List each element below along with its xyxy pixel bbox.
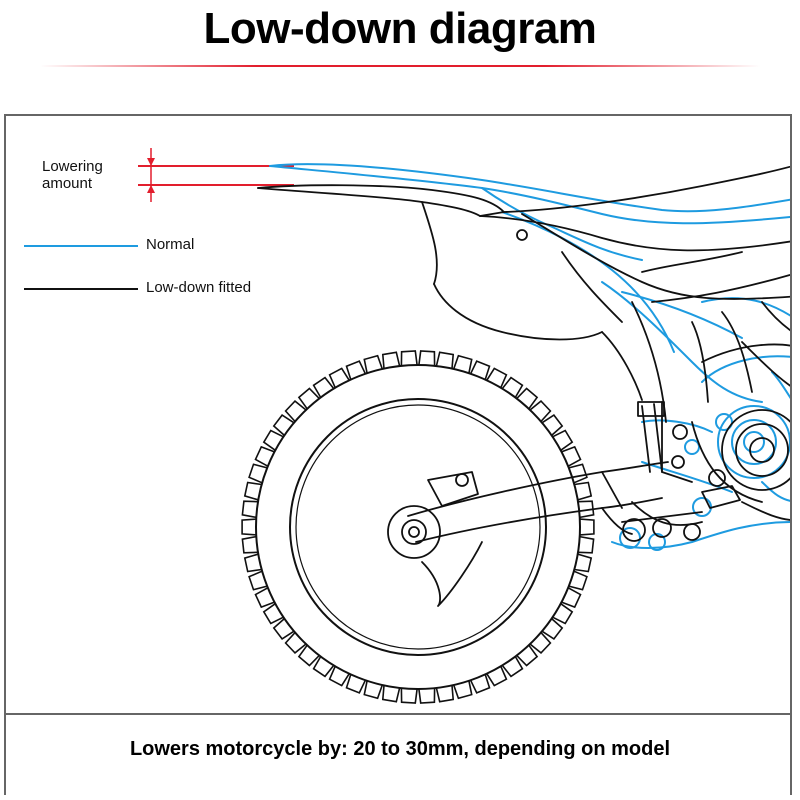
tyre-knob — [328, 665, 350, 687]
lowering-amount-text: Lowering amount — [42, 158, 103, 192]
tyre-knob — [561, 445, 582, 467]
lowering-amount-indicator — [138, 148, 294, 202]
tyre-knob — [363, 354, 384, 374]
footer-caption: Lowers motorcycle by: 20 to 30mm, depend… — [129, 738, 671, 760]
tyre-knob — [297, 644, 320, 667]
tyre-knob — [568, 570, 588, 591]
tyre-knob — [501, 656, 524, 678]
tyre-knob — [529, 400, 552, 423]
tyre-knob — [516, 387, 539, 410]
tyre-knob — [552, 603, 574, 625]
tyre-knob — [243, 481, 262, 501]
tyre-knob — [552, 429, 574, 451]
tyre-knob — [312, 656, 335, 678]
diagram-frame — [4, 114, 792, 714]
tyre-knob — [469, 674, 491, 694]
tyre-knob — [574, 481, 593, 501]
rear-wheel — [241, 350, 595, 704]
tyre-knob — [486, 367, 508, 389]
tyre-knob — [363, 680, 384, 700]
title-underline — [40, 65, 760, 67]
tyre-knob — [574, 553, 593, 573]
tyre-knob — [381, 685, 401, 703]
tyre-knob — [381, 351, 401, 369]
tyre-knob — [248, 570, 268, 591]
tyre-knob — [241, 500, 259, 519]
tyre-knob — [541, 414, 564, 436]
tyre-knob — [529, 631, 552, 654]
tyre-knob — [577, 535, 595, 554]
tyre-knob — [452, 680, 473, 700]
tyre-knob — [254, 445, 275, 467]
footer-divider — [4, 713, 792, 715]
tyre-knob — [328, 367, 350, 389]
tyre-knob — [312, 376, 335, 398]
tyre-knob — [452, 354, 473, 374]
tyre-knob — [243, 553, 262, 573]
tyre-knob — [297, 387, 320, 410]
tyre-knob — [284, 400, 307, 423]
tyre-knob — [469, 360, 491, 380]
tyre-knob — [435, 685, 455, 703]
tyre-knob — [241, 518, 257, 536]
tyre-knob — [284, 631, 307, 654]
tyre-knob — [272, 618, 295, 640]
tyre-knob — [501, 376, 524, 398]
lowering-amount-label: Lowering amount — [42, 158, 122, 192]
motorcycle-diagram — [24, 148, 790, 704]
low-down-outline — [257, 165, 790, 607]
legend-low-down-label: Low-down fitted — [146, 279, 252, 296]
tyre-knob — [418, 350, 436, 366]
page-title: Low-down diagram — [203, 4, 597, 53]
tyre-knob — [254, 587, 275, 609]
tyre-knob — [435, 351, 455, 369]
tyre-knob — [345, 360, 367, 380]
tyre-knob — [262, 603, 284, 625]
tyre-knob — [272, 414, 295, 436]
tyre-knob — [579, 518, 595, 536]
legend-normal-label: Normal — [146, 236, 195, 253]
tyre-knob — [486, 665, 508, 687]
tyre-knob — [400, 688, 418, 704]
tyre-knob — [561, 587, 582, 609]
tyre-knob — [418, 688, 436, 704]
footer-box — [4, 715, 792, 795]
tyre-knob — [248, 463, 268, 484]
tyre-knob — [241, 535, 259, 554]
tyre-knob — [516, 644, 539, 667]
tyre-knob — [577, 500, 595, 519]
tyre-knob — [400, 350, 418, 366]
tyre-knob — [568, 463, 588, 484]
tyre-knob — [345, 674, 367, 694]
tyre-knob — [541, 618, 564, 640]
tyre-knob — [262, 429, 284, 451]
